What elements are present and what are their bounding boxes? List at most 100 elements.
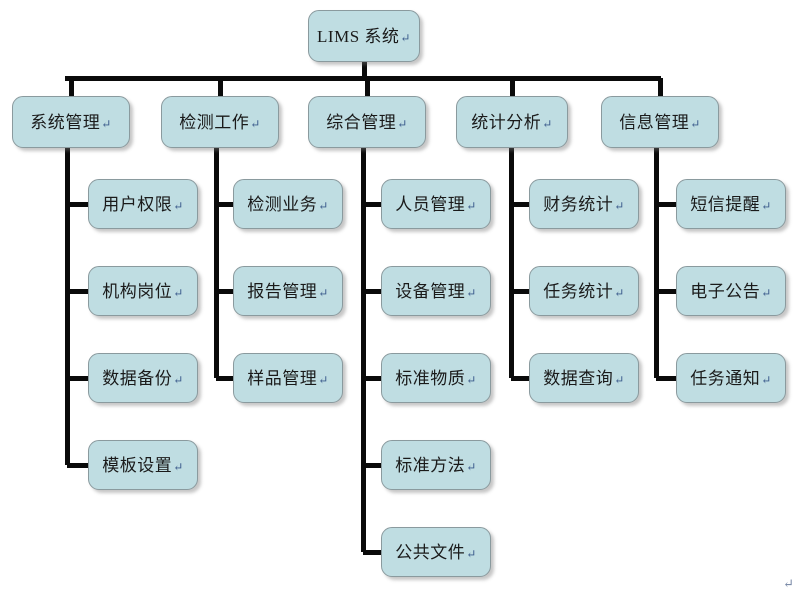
node-label: 财务统计 [543, 194, 614, 214]
branch-node-5[interactable]: 信息管理↵ [601, 96, 719, 148]
paragraph-mark: ↵ [542, 116, 553, 131]
leaf-node-4-3[interactable]: 数据查询↵ [529, 353, 639, 403]
paragraph-mark: ↵ [101, 116, 112, 131]
connector-leaf-stub-2-1 [216, 201, 237, 207]
connector-leaf-stub-5-3 [656, 375, 680, 381]
paragraph-mark: ↵ [466, 198, 477, 213]
paragraph-mark: ↵ [614, 372, 625, 387]
connector-leaf-stub-1-4 [67, 462, 92, 468]
connector-spine-4 [508, 148, 514, 378]
node-label: 检测业务 [247, 194, 318, 214]
connector-leaf-stub-2-3 [216, 375, 237, 381]
node-label: 数据备份 [102, 368, 173, 388]
paragraph-mark: ↵ [466, 459, 477, 474]
node-label: 人员管理 [395, 194, 466, 214]
leaf-node-5-3[interactable]: 任务通知↵ [676, 353, 786, 403]
node-label: 短信提醒 [690, 194, 761, 214]
paragraph-mark: ↵ [466, 285, 477, 300]
node-label: 机构岗位 [102, 281, 173, 301]
connector-leaf-stub-3-1 [363, 201, 385, 207]
leaf-node-4-1[interactable]: 财务统计↵ [529, 179, 639, 229]
leaf-node-1-3[interactable]: 数据备份↵ [88, 353, 198, 403]
paragraph-mark: ↵ [466, 372, 477, 387]
connector-leaf-stub-4-1 [511, 201, 533, 207]
leaf-node-3-1[interactable]: 人员管理↵ [381, 179, 491, 229]
connector-branch-stem-1 [68, 78, 74, 96]
connector-branch-stem-5 [657, 78, 663, 96]
connector-bus [65, 75, 661, 81]
branch-node-3[interactable]: 综合管理↵ [308, 96, 426, 148]
paragraph-mark: ↵ [466, 546, 477, 561]
connector-leaf-stub-3-5 [363, 549, 385, 555]
paragraph-mark: ↵ [614, 285, 625, 300]
node-label: 统计分析 [471, 112, 542, 132]
node-label: 数据查询 [543, 368, 614, 388]
leaf-node-3-3[interactable]: 标准物质↵ [381, 353, 491, 403]
node-label: 公共文件 [395, 542, 466, 562]
connector-spine-1 [64, 148, 70, 465]
node-label: 模板设置 [102, 455, 173, 475]
connector-root-stem [361, 62, 367, 78]
connector-spine-3 [360, 148, 366, 552]
node-label: 用户权限 [102, 194, 173, 214]
node-label: LIMS 系统 [317, 26, 400, 46]
paragraph-mark: ↵ [318, 372, 329, 387]
node-label: 样品管理 [247, 368, 318, 388]
connector-leaf-stub-4-3 [511, 375, 533, 381]
leaf-node-1-1[interactable]: 用户权限↵ [88, 179, 198, 229]
leaf-node-2-1[interactable]: 检测业务↵ [233, 179, 343, 229]
leaf-node-5-1[interactable]: 短信提醒↵ [676, 179, 786, 229]
paragraph-mark: ↵ [173, 285, 184, 300]
node-label: 标准方法 [395, 455, 466, 475]
connector-leaf-stub-3-4 [363, 462, 385, 468]
connector-spine-2 [213, 148, 219, 378]
paragraph-mark: ↵ [173, 459, 184, 474]
connector-branch-stem-4 [509, 78, 515, 96]
leaf-node-5-2[interactable]: 电子公告↵ [676, 266, 786, 316]
connector-leaf-stub-1-3 [67, 375, 92, 381]
paragraph-mark: ↵ [761, 198, 772, 213]
node-label: 标准物质 [395, 368, 466, 388]
leaf-node-3-2[interactable]: 设备管理↵ [381, 266, 491, 316]
node-label: 任务统计 [543, 281, 614, 301]
leaf-node-1-4[interactable]: 模板设置↵ [88, 440, 198, 490]
node-label: 综合管理 [326, 112, 397, 132]
node-label: 任务通知 [690, 368, 761, 388]
paragraph-mark: ↵ [318, 198, 329, 213]
leaf-node-3-5[interactable]: 公共文件↵ [381, 527, 491, 577]
node-label: 电子公告 [690, 281, 761, 301]
connector-branch-stem-3 [364, 78, 370, 96]
leaf-node-4-2[interactable]: 任务统计↵ [529, 266, 639, 316]
connector-leaf-stub-3-3 [363, 375, 385, 381]
paragraph-mark: ↵ [318, 285, 329, 300]
node-label: 设备管理 [395, 281, 466, 301]
connector-branch-stem-2 [217, 78, 223, 96]
leaf-node-2-3[interactable]: 样品管理↵ [233, 353, 343, 403]
connector-leaf-stub-4-2 [511, 288, 533, 294]
branch-node-2[interactable]: 检测工作↵ [161, 96, 279, 148]
paragraph-mark: ↵ [690, 116, 701, 131]
node-label: 检测工作 [179, 112, 250, 132]
connector-leaf-stub-5-1 [656, 201, 680, 207]
branch-node-1[interactable]: 系统管理↵ [12, 96, 130, 148]
paragraph-mark: ↵ [397, 116, 408, 131]
root-node-lims[interactable]: LIMS 系统↵ [308, 10, 420, 62]
paragraph-mark: ↵ [614, 198, 625, 213]
connector-leaf-stub-5-2 [656, 288, 680, 294]
connector-leaf-stub-1-2 [67, 288, 92, 294]
leaf-node-1-2[interactable]: 机构岗位↵ [88, 266, 198, 316]
leaf-node-3-4[interactable]: 标准方法↵ [381, 440, 491, 490]
branch-node-4[interactable]: 统计分析↵ [456, 96, 568, 148]
paragraph-mark: ↵ [400, 30, 411, 45]
connector-leaf-stub-1-1 [67, 201, 92, 207]
paragraph-mark: ↵ [761, 372, 772, 387]
node-label: 系统管理 [30, 112, 101, 132]
paragraph-mark: ↵ [173, 198, 184, 213]
node-label: 报告管理 [247, 281, 318, 301]
page-paragraph-mark: ↵ [783, 576, 794, 591]
node-label: 信息管理 [619, 112, 690, 132]
paragraph-mark: ↵ [761, 285, 772, 300]
connector-leaf-stub-3-2 [363, 288, 385, 294]
paragraph-mark: ↵ [173, 372, 184, 387]
leaf-node-2-2[interactable]: 报告管理↵ [233, 266, 343, 316]
